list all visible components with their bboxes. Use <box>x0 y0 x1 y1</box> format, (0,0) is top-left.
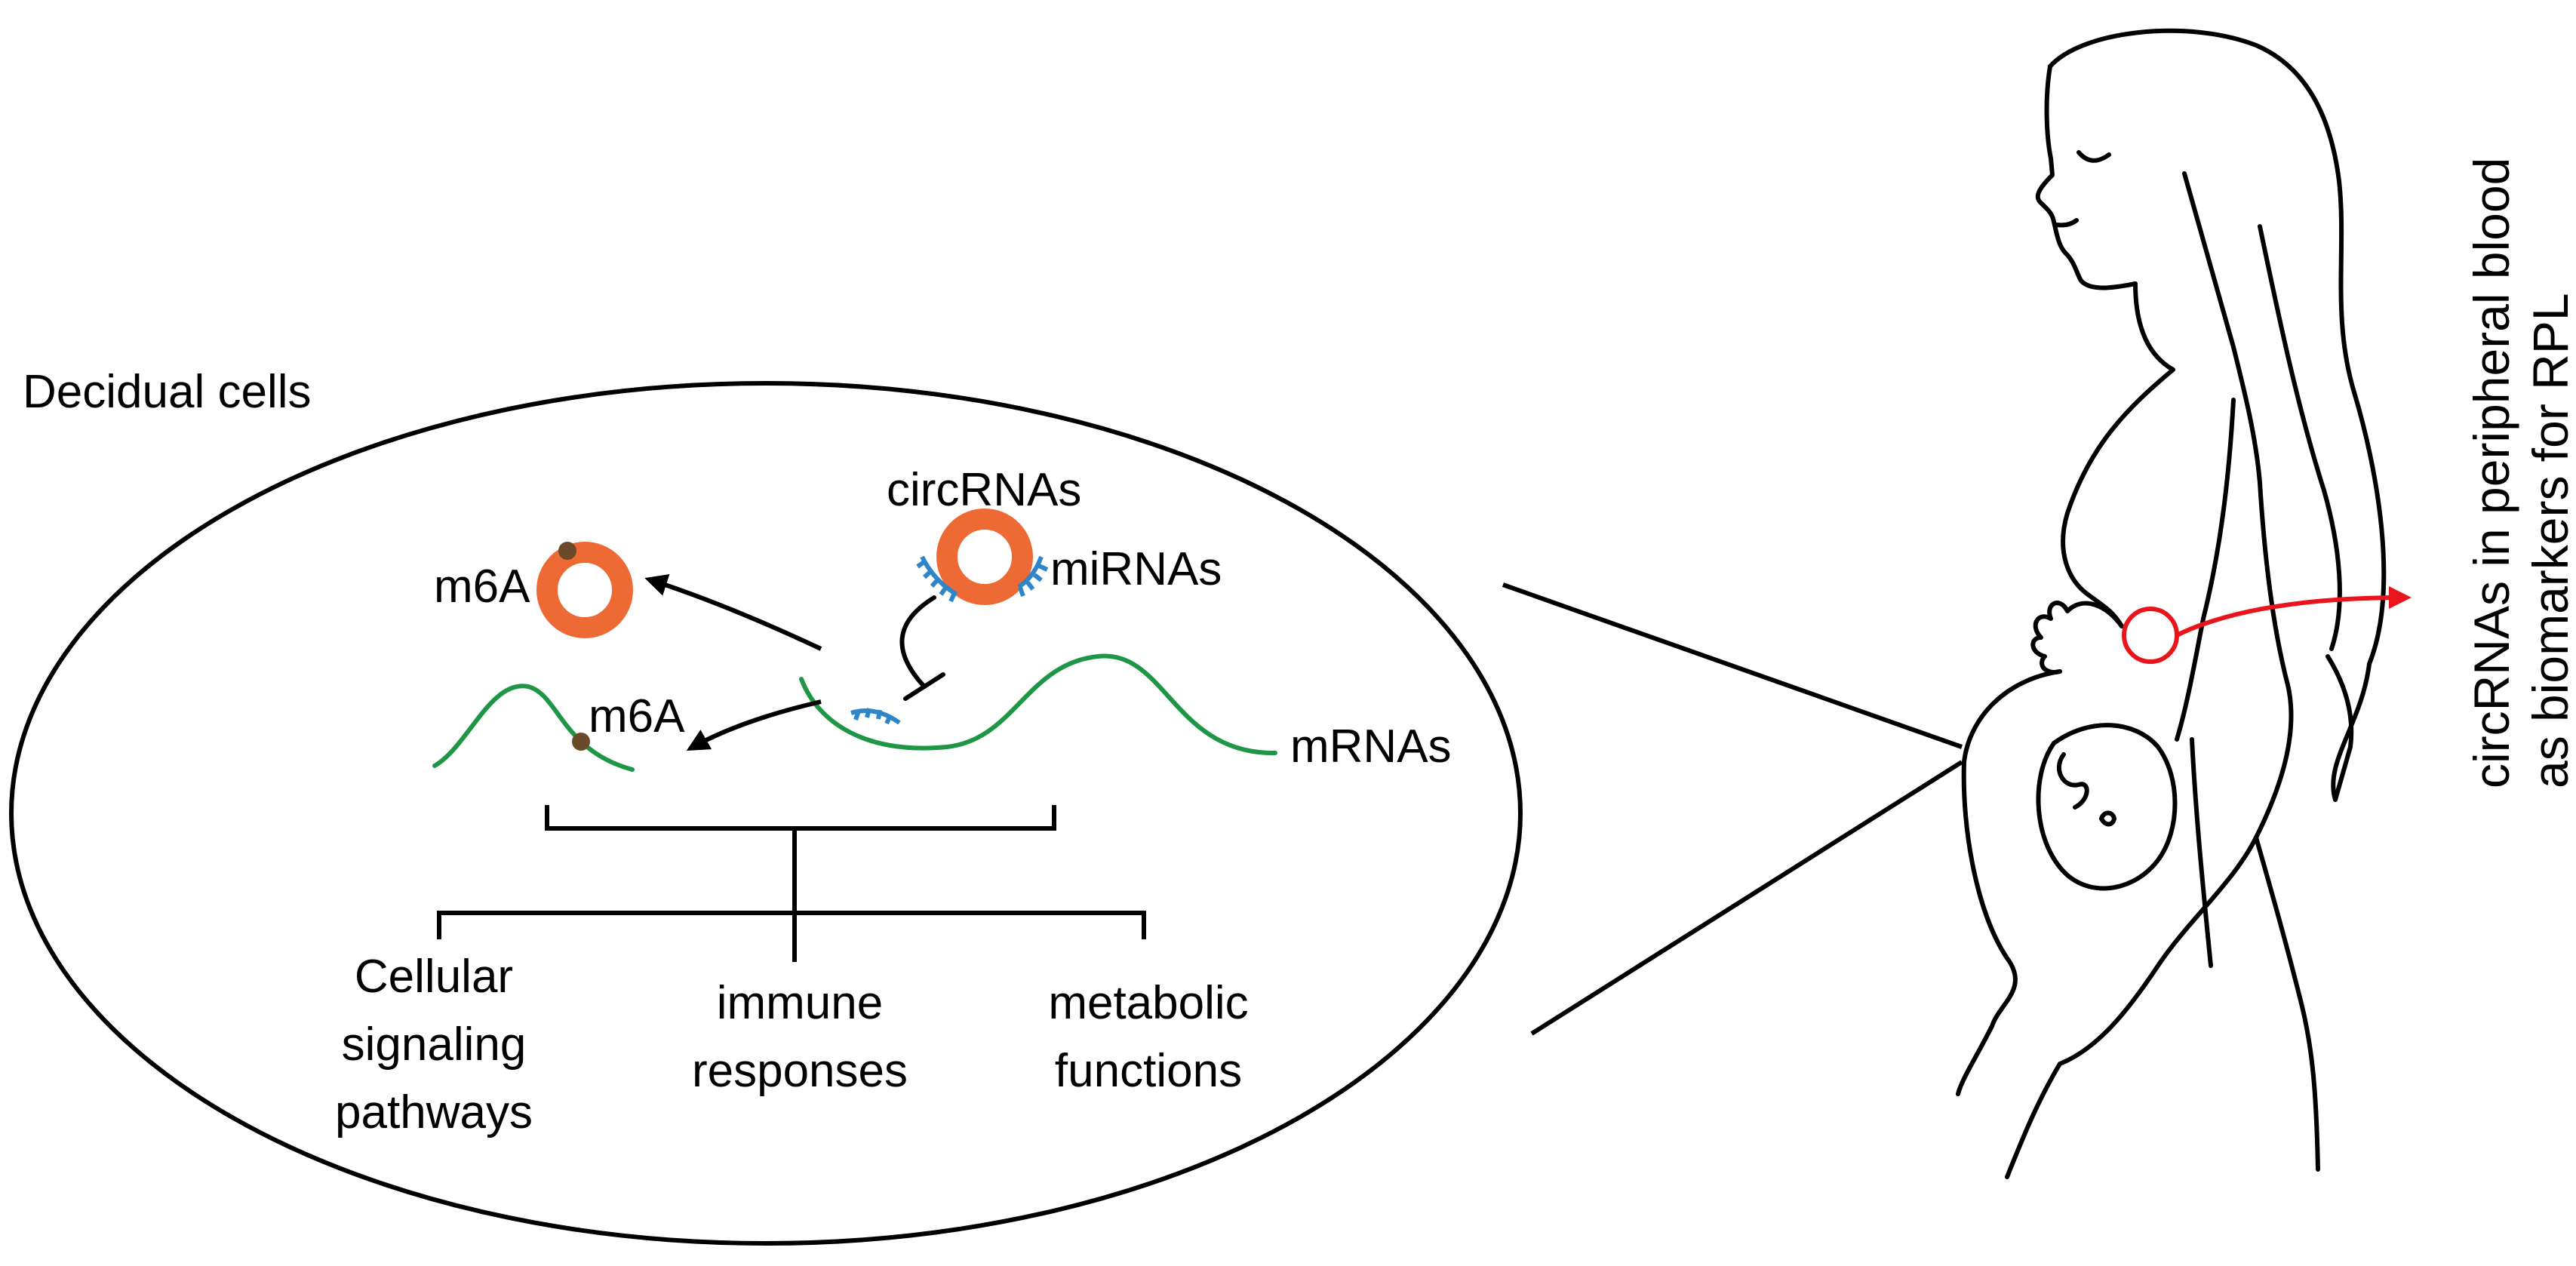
zoom-line-top <box>1502 582 1963 749</box>
hair-outline <box>2048 28 2387 802</box>
m6a-circrna-ring <box>536 542 633 638</box>
fetus-head <box>2057 752 2089 810</box>
label-cellular-signaling: Cellular signaling pathways <box>335 951 533 1138</box>
svg-text:signaling: signaling <box>342 1019 527 1071</box>
label-metabolic-functions: metabolic functions <box>1048 977 1248 1097</box>
blood-sample-circle <box>2122 607 2179 664</box>
neck-back <box>2182 171 2262 485</box>
blood-biomarker-label: circRNAs in peripheral blood as biomarke… <box>2464 158 2576 788</box>
svg-text:functions: functions <box>1055 1045 1242 1097</box>
decidual-cells-label: Decidual cells <box>23 366 312 418</box>
m6a-mid-label: m6A <box>589 690 685 742</box>
face-lips <box>2055 218 2079 228</box>
mrnas-label: mRNAs <box>1290 721 1452 773</box>
belly-outline <box>1956 669 2062 1096</box>
label-immune-responses: immune responses <box>692 977 908 1097</box>
decidual-cell-ellipse <box>9 381 1523 1246</box>
svg-text:responses: responses <box>692 1045 908 1097</box>
arm-outline <box>2058 481 2294 1066</box>
face-profile <box>2035 64 2138 290</box>
inhibition-line <box>899 595 936 689</box>
mirnas-label: miRNAs <box>1050 543 1222 595</box>
belly-line <box>2190 737 2213 968</box>
arrow-to-m6a-mrna <box>686 699 822 751</box>
m6a-dot-mid <box>572 733 590 751</box>
hair-back-strand <box>2258 224 2342 651</box>
front-leg-outline <box>2005 1062 2062 1179</box>
mrna-main <box>799 653 1277 756</box>
arm-inner <box>2175 398 2236 742</box>
back-leg-outline <box>2254 835 2320 1172</box>
fetus-limb <box>2099 810 2116 827</box>
m6a-dot-top <box>558 542 576 560</box>
hand-fingers <box>2030 601 2124 674</box>
chest-outline <box>2061 367 2175 628</box>
pregnant-woman-figure <box>1956 28 2387 1179</box>
svg-text:metabolic: metabolic <box>1048 977 1248 1029</box>
m6a-top-label: m6A <box>434 561 530 613</box>
svg-text:immune: immune <box>717 977 884 1029</box>
svg-text:as biomarkers for RPL: as biomarkers for RPL <box>2522 293 2576 788</box>
inhibition-bar <box>903 672 945 701</box>
blood-arrow <box>2175 586 2412 638</box>
neck-front <box>2133 281 2175 372</box>
circrna-sponge-ring <box>936 509 1033 605</box>
fetus-outline <box>2036 723 2178 891</box>
zoom-line-bottom <box>1530 760 1963 1036</box>
mirna-left-bound <box>916 555 958 603</box>
mirna-right-bound <box>1017 555 1049 598</box>
svg-text:Cellular: Cellular <box>355 951 513 1003</box>
mirna-on-mrna <box>850 708 901 725</box>
arrow-to-circrna <box>644 574 822 651</box>
circrnas-label: circRNAs <box>887 464 1081 516</box>
svg-text:circRNAs in peripheral blood: circRNAs in peripheral blood <box>2464 158 2519 788</box>
face-eye <box>2076 150 2111 163</box>
function-bracket <box>437 805 1146 962</box>
svg-text:pathways: pathways <box>335 1086 533 1138</box>
